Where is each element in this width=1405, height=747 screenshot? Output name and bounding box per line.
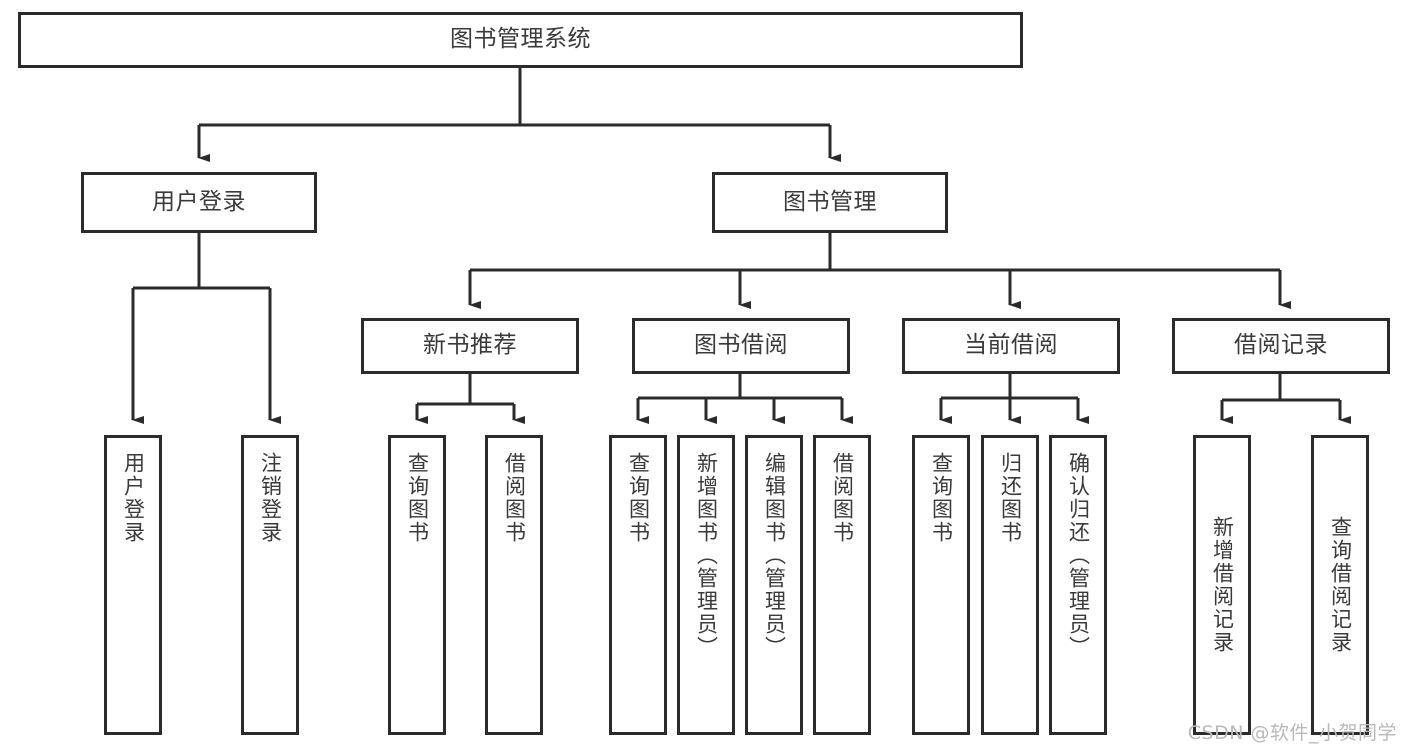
node-leaf-edit-book-admin[interactable]: 编辑图书（管理员）: [745, 435, 803, 735]
node-label: 查询借阅记录: [1328, 516, 1353, 654]
node-label: 新书推荐: [423, 332, 517, 359]
node-label: 借阅记录: [1234, 332, 1328, 359]
node-label: 归还图书: [998, 452, 1023, 544]
node-label: 查询图书: [405, 452, 430, 544]
node-leaf-return-book[interactable]: 归还图书: [981, 435, 1039, 735]
node-book-management[interactable]: 图书管理: [712, 172, 948, 233]
node-leaf-user-login[interactable]: 用户登录: [104, 435, 162, 735]
node-user-login[interactable]: 用户登录: [81, 172, 317, 233]
node-label: 图书借阅: [694, 332, 788, 359]
node-label: 查询图书: [929, 452, 954, 544]
node-leaf-confirm-return-admin[interactable]: 确认归还（管理员）: [1049, 435, 1107, 735]
node-label: 用户登录: [152, 188, 246, 215]
node-current-borrow[interactable]: 当前借阅: [902, 318, 1120, 374]
node-leaf-query-book-recommend[interactable]: 查询图书: [388, 435, 446, 735]
node-label: 新增借阅记录: [1210, 516, 1235, 654]
node-new-book-recommend[interactable]: 新书推荐: [361, 318, 579, 374]
node-leaf-query-book-borrow[interactable]: 查询图书: [609, 435, 667, 735]
node-label: 注销登录: [258, 452, 283, 544]
node-leaf-add-borrow-record[interactable]: 新增借阅记录: [1193, 435, 1251, 735]
node-book-borrow[interactable]: 图书借阅: [632, 318, 850, 374]
node-label: 确认归还（管理员）: [1066, 452, 1091, 659]
node-label: 编辑图书（管理员）: [762, 452, 787, 659]
node-label: 图书管理: [783, 188, 877, 215]
node-leaf-query-borrow-record[interactable]: 查询借阅记录: [1311, 435, 1369, 735]
node-label: 用户登录: [121, 452, 146, 544]
node-leaf-add-book-admin[interactable]: 新增图书（管理员）: [677, 435, 735, 735]
node-borrow-record[interactable]: 借阅记录: [1172, 318, 1390, 374]
node-label: 图书管理系统: [450, 26, 591, 53]
node-label: 新增图书（管理员）: [694, 452, 719, 659]
node-root-book-management-system[interactable]: 图书管理系统: [18, 12, 1023, 68]
node-leaf-logout[interactable]: 注销登录: [241, 435, 299, 735]
node-label: 借阅图书: [830, 452, 855, 544]
node-leaf-borrow-book-recommend[interactable]: 借阅图书: [485, 435, 543, 735]
node-label: 当前借阅: [964, 332, 1058, 359]
node-leaf-query-book-current[interactable]: 查询图书: [912, 435, 970, 735]
node-label: 借阅图书: [502, 452, 527, 544]
node-leaf-borrow-book[interactable]: 借阅图书: [813, 435, 871, 735]
node-label: 查询图书: [626, 452, 651, 544]
